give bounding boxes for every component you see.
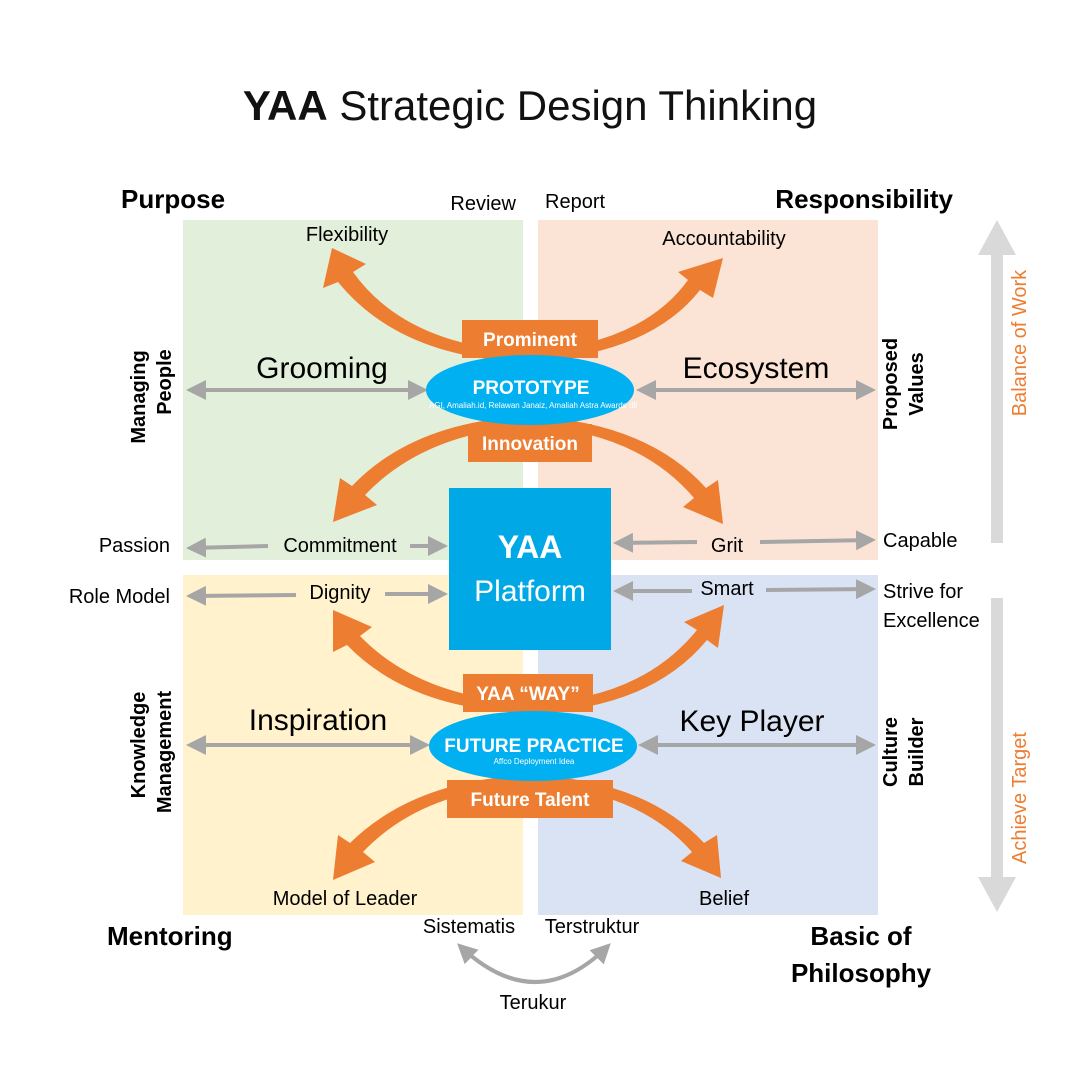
tr-main: Ecosystem bbox=[683, 352, 830, 385]
label-terstruktur: Terstruktur bbox=[545, 916, 640, 938]
ellipse-prototype bbox=[426, 355, 634, 425]
yaa-platform-box bbox=[449, 488, 611, 650]
ellipse-future-practice-title: FUTURE PRACTICE bbox=[444, 736, 623, 757]
label-sistematis: Sistematis bbox=[423, 916, 515, 938]
banner-yaa-way-label: YAA “WAY” bbox=[476, 684, 579, 705]
banner-yaa-way bbox=[463, 674, 593, 712]
tl-bottom: Commitment bbox=[283, 535, 397, 557]
achieve-arrow bbox=[978, 598, 1016, 912]
platform-line2: Platform bbox=[474, 575, 586, 608]
ellipse-future-practice-sub: Affco Deployment Idea bbox=[494, 757, 575, 766]
banner-future-talent-label: Future Talent bbox=[471, 790, 591, 811]
cycle-arrow bbox=[457, 943, 611, 984]
arrow-passion bbox=[186, 537, 269, 558]
banner-innovation-label: Innovation bbox=[482, 434, 578, 455]
platform-line1: YAA bbox=[498, 529, 563, 565]
banner-prominent bbox=[462, 320, 598, 358]
corner-basic-line2: Philosophy bbox=[791, 958, 932, 988]
corner-responsibility: Responsibility bbox=[775, 184, 953, 214]
ellipse-future-practice bbox=[429, 711, 637, 781]
label-passion: Passion bbox=[99, 535, 170, 557]
br-top: Smart bbox=[700, 578, 754, 600]
arrow-strive bbox=[765, 579, 876, 600]
label-builder: Builder bbox=[906, 717, 928, 786]
label-people: People bbox=[154, 349, 176, 415]
corner-purpose: Purpose bbox=[121, 184, 225, 214]
tr-bottom: Grit bbox=[711, 535, 744, 557]
tl-top: Flexibility bbox=[306, 224, 388, 246]
ellipse-prototype-sub: AGI, Amaliah.id, Relawan Janaiz, Amaliah… bbox=[429, 401, 637, 410]
balance-arrow bbox=[978, 220, 1016, 543]
banner-prominent-label: Prominent bbox=[483, 330, 578, 351]
label-role-model: Role Model bbox=[69, 586, 170, 608]
corner-basic-line1: Basic of bbox=[810, 921, 911, 951]
ellipse-prototype-title: PROTOTYPE bbox=[473, 378, 590, 399]
label-report: Report bbox=[545, 191, 605, 213]
bl-main: Inspiration bbox=[249, 704, 387, 737]
label-achieve-target: Achieve Target bbox=[1009, 732, 1031, 864]
label-strive-for: Strive for bbox=[883, 581, 963, 603]
label-knowledge: Knowledge bbox=[128, 692, 150, 799]
label-proposed: Proposed bbox=[880, 338, 902, 430]
label-terukur: Terukur bbox=[500, 992, 567, 1014]
bl-top: Dignity bbox=[309, 582, 370, 604]
arrow-capable bbox=[759, 530, 876, 551]
label-capable: Capable bbox=[883, 530, 958, 552]
label-management: Management bbox=[154, 691, 176, 814]
arrow-grit-left bbox=[613, 532, 698, 553]
label-values: Values bbox=[906, 352, 928, 415]
br-bottom: Belief bbox=[699, 888, 749, 910]
label-balance-of-work: Balance of Work bbox=[1009, 269, 1031, 416]
label-managing: Managing bbox=[128, 350, 150, 443]
corner-mentoring: Mentoring bbox=[107, 921, 233, 951]
banner-future-talent bbox=[447, 780, 613, 818]
bl-bottom: Model of Leader bbox=[273, 888, 418, 910]
tl-main: Grooming bbox=[256, 352, 388, 385]
banner-innovation bbox=[468, 424, 592, 462]
label-review: Review bbox=[450, 193, 516, 215]
label-excellence: Excellence bbox=[883, 610, 980, 632]
arrow-role-model bbox=[186, 585, 297, 606]
tr-top: Accountability bbox=[662, 228, 785, 250]
page-title: YAA Strategic Design Thinking bbox=[243, 82, 817, 129]
label-culture: Culture bbox=[880, 717, 902, 787]
br-main: Key Player bbox=[679, 705, 824, 738]
